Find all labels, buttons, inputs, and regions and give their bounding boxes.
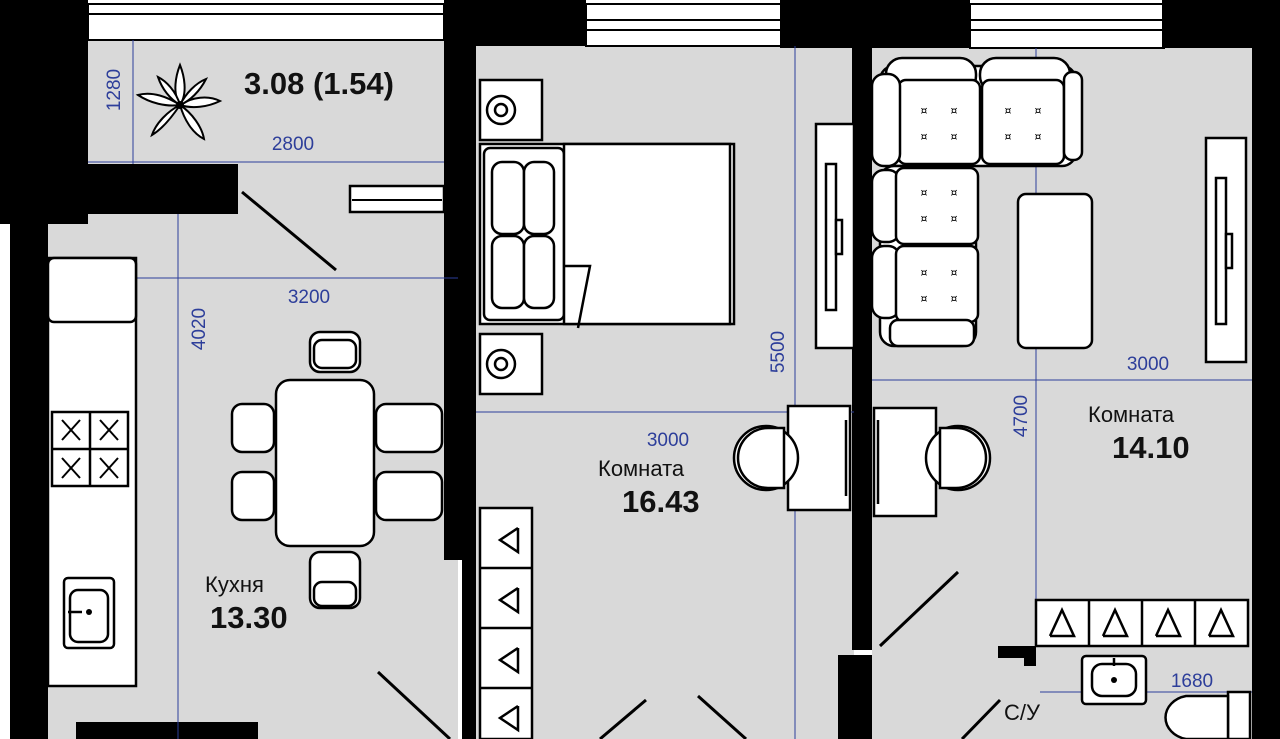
bathroom-name: С/У xyxy=(1004,700,1041,725)
bedroom-tv-unit xyxy=(814,122,856,350)
bedroom-wardrobe xyxy=(478,506,534,739)
svg-text:¤: ¤ xyxy=(951,212,958,225)
living-tv-unit xyxy=(1204,136,1248,364)
living-room-width-dimension: 3000 xyxy=(1127,354,1169,375)
svg-text:¤: ¤ xyxy=(951,130,958,143)
balcony-width-dimension: 2800 xyxy=(272,134,314,155)
living-desk xyxy=(872,406,992,518)
svg-text:¤: ¤ xyxy=(951,292,958,305)
bedroom-desk xyxy=(732,404,852,512)
bedroom-area: 16.43 xyxy=(622,484,700,519)
svg-text:¤: ¤ xyxy=(1005,104,1012,117)
balcony-door xyxy=(241,184,446,272)
balcony-area: 3.08 (1.54) xyxy=(244,66,394,101)
kitchen-area: 13.30 xyxy=(210,600,288,635)
svg-text:¤: ¤ xyxy=(951,266,958,279)
bedroom-window xyxy=(585,3,783,47)
svg-text:¤: ¤ xyxy=(1035,130,1042,143)
balcony-height-dimension: 1280 xyxy=(104,69,125,111)
bathroom-door xyxy=(960,698,1002,739)
bathroom-width-dimension: 1680 xyxy=(1171,671,1213,692)
hallway-wardrobe xyxy=(1034,598,1250,648)
cooktop-icon xyxy=(50,410,130,488)
living-room-window xyxy=(969,3,1165,49)
svg-text:¤: ¤ xyxy=(921,266,928,279)
nightstand-bottom xyxy=(478,332,544,396)
coffee-table xyxy=(1016,192,1094,350)
svg-text:¤: ¤ xyxy=(921,130,928,143)
bedroom-door-right xyxy=(696,694,748,739)
living-room-door xyxy=(878,570,960,648)
svg-text:¤: ¤ xyxy=(921,186,928,199)
balcony-floor xyxy=(88,40,444,164)
kitchen-height-dimension: 4020 xyxy=(189,308,210,350)
bedroom-door-left xyxy=(599,698,647,739)
svg-text:¤: ¤ xyxy=(921,104,928,117)
living-room-area: 14.10 xyxy=(1112,430,1190,465)
svg-text:¤: ¤ xyxy=(951,186,958,199)
corner-sofa: ¤ ¤ ¤ ¤ ¤ ¤ ¤ ¤ ¤ ¤ ¤ ¤ ¤ ¤ ¤ ¤ xyxy=(870,56,1084,348)
svg-text:¤: ¤ xyxy=(921,212,928,225)
bedroom-height-dimension: 5500 xyxy=(768,331,789,373)
living-room-name: Комната xyxy=(1088,402,1175,427)
kitchen-sink-icon xyxy=(62,576,116,650)
kitchen-width-dimension: 3200 xyxy=(288,287,330,308)
bedroom-width-dimension: 3000 xyxy=(647,430,689,451)
bathroom-sink-icon xyxy=(1080,654,1148,706)
double-bed xyxy=(478,142,736,329)
nightstand-top xyxy=(478,78,544,142)
toilet-icon xyxy=(1164,690,1252,739)
svg-text:¤: ¤ xyxy=(1035,104,1042,117)
balcony-window xyxy=(87,3,445,41)
dining-table xyxy=(274,378,376,548)
living-room-height-dimension: 4700 xyxy=(1011,395,1032,437)
corridor-floor xyxy=(872,600,1036,739)
svg-text:¤: ¤ xyxy=(951,104,958,117)
kitchen-door xyxy=(376,670,452,739)
kitchen-name: Кухня xyxy=(205,572,264,597)
svg-text:¤: ¤ xyxy=(921,292,928,305)
svg-text:¤: ¤ xyxy=(1005,130,1012,143)
dining-chairs xyxy=(230,330,444,610)
bedroom-name: Комната xyxy=(598,456,685,481)
plant-icon xyxy=(135,62,223,141)
